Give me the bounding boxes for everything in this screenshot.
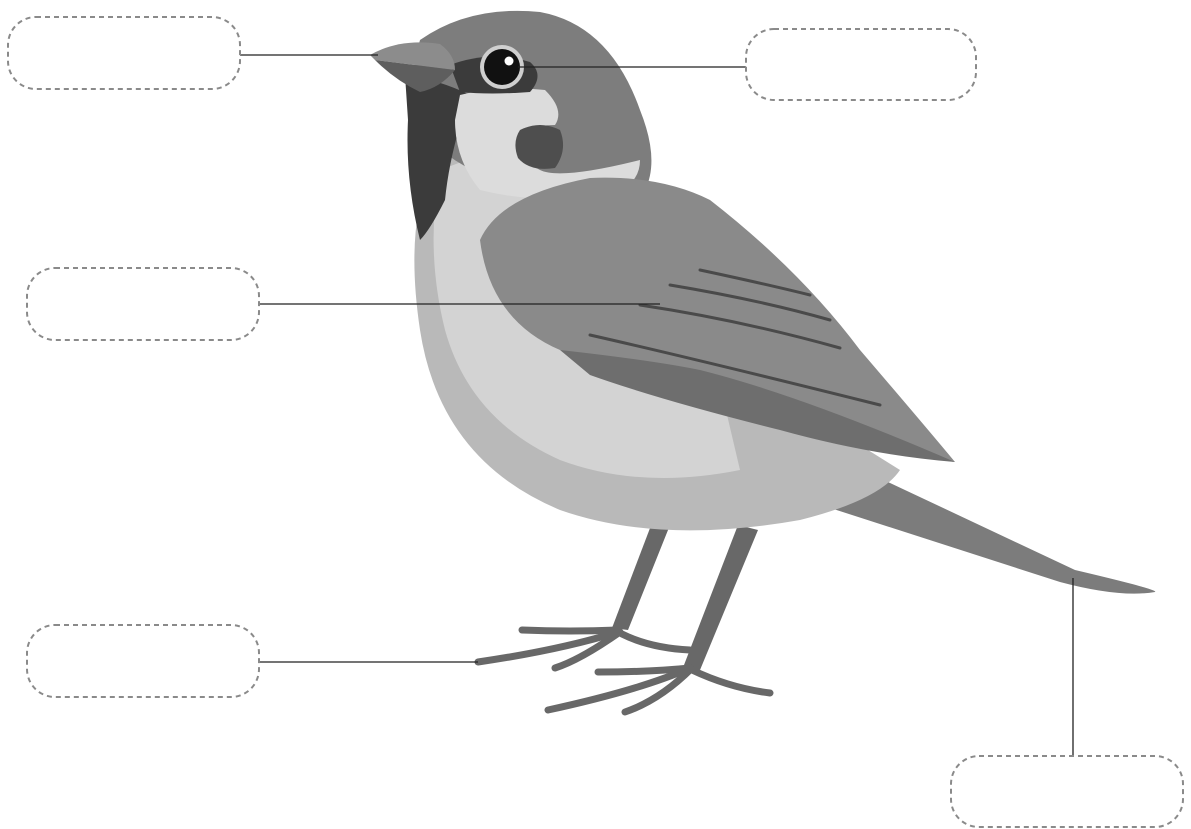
label-box-wing[interactable] [26, 267, 260, 341]
label-box-feet[interactable] [26, 624, 260, 698]
bird-throat [405, 75, 470, 240]
bird-illustration [370, 10, 1156, 716]
bird-eye [480, 45, 524, 89]
bird-cheek [455, 88, 640, 199]
label-box-beak[interactable] [7, 16, 241, 90]
leader-lines [240, 54, 1074, 756]
bird-wing [480, 177, 955, 462]
bird-legs [612, 515, 758, 670]
label-box-eye[interactable] [745, 28, 977, 101]
bird-beak [370, 42, 455, 92]
bird-toes [474, 626, 774, 716]
bird-ear-patch [515, 125, 564, 169]
label-box-tail[interactable] [950, 755, 1184, 828]
